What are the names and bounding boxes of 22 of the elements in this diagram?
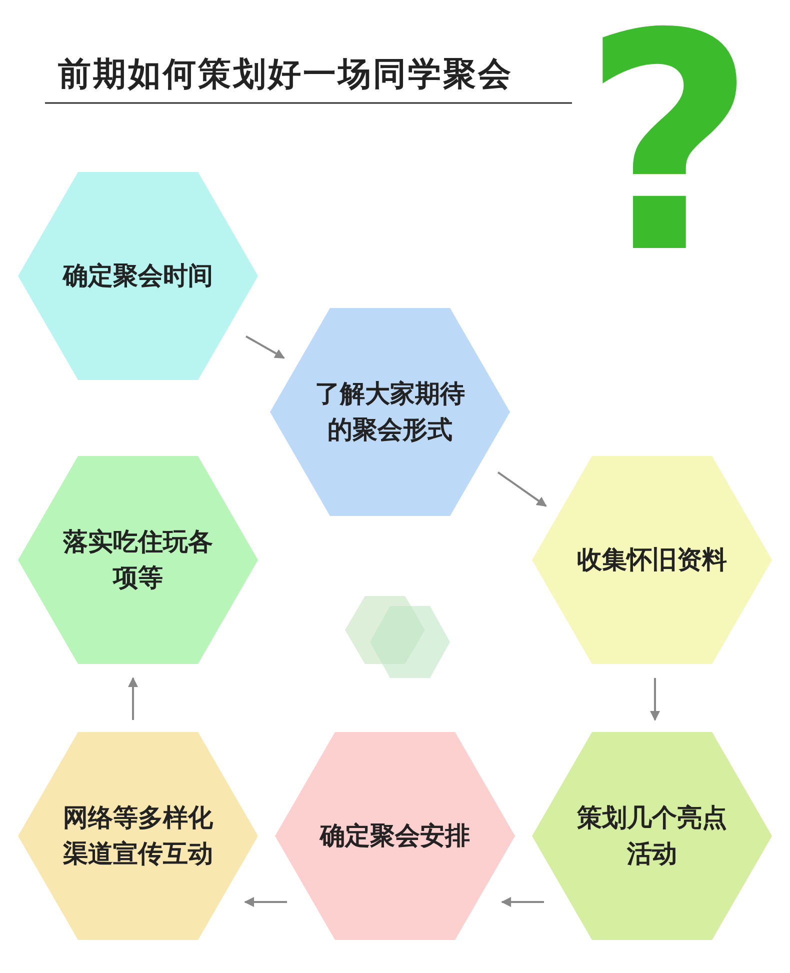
step-text: 了解大家期待的聚会形式 — [314, 378, 466, 446]
hexagon-step — [18, 456, 258, 664]
arrow — [497, 472, 547, 507]
step-text: 落实吃住玩各项等 — [62, 526, 214, 594]
step-text: 确定聚会安排 — [320, 820, 470, 852]
arrow — [246, 335, 285, 359]
step-text: 网络等多样化渠道宣传互动 — [62, 802, 214, 870]
arrow — [244, 897, 287, 907]
step-text: 策划几个亮点活动 — [576, 802, 728, 870]
hexagon-step — [18, 172, 258, 380]
question-mark: ? — [582, 10, 756, 280]
hexagon-step — [18, 732, 258, 940]
arrow — [650, 678, 660, 721]
hexagon-step — [532, 456, 772, 664]
hexagon-step — [275, 732, 515, 940]
arrow — [128, 677, 138, 720]
hexagon-step — [532, 732, 772, 940]
hexagon-step — [270, 308, 510, 516]
step-text: 收集怀旧资料 — [577, 544, 727, 576]
arrow — [501, 897, 544, 907]
title: 前期如何策划好一场同学聚会 — [58, 53, 513, 95]
step-text: 确定聚会时间 — [63, 260, 213, 292]
